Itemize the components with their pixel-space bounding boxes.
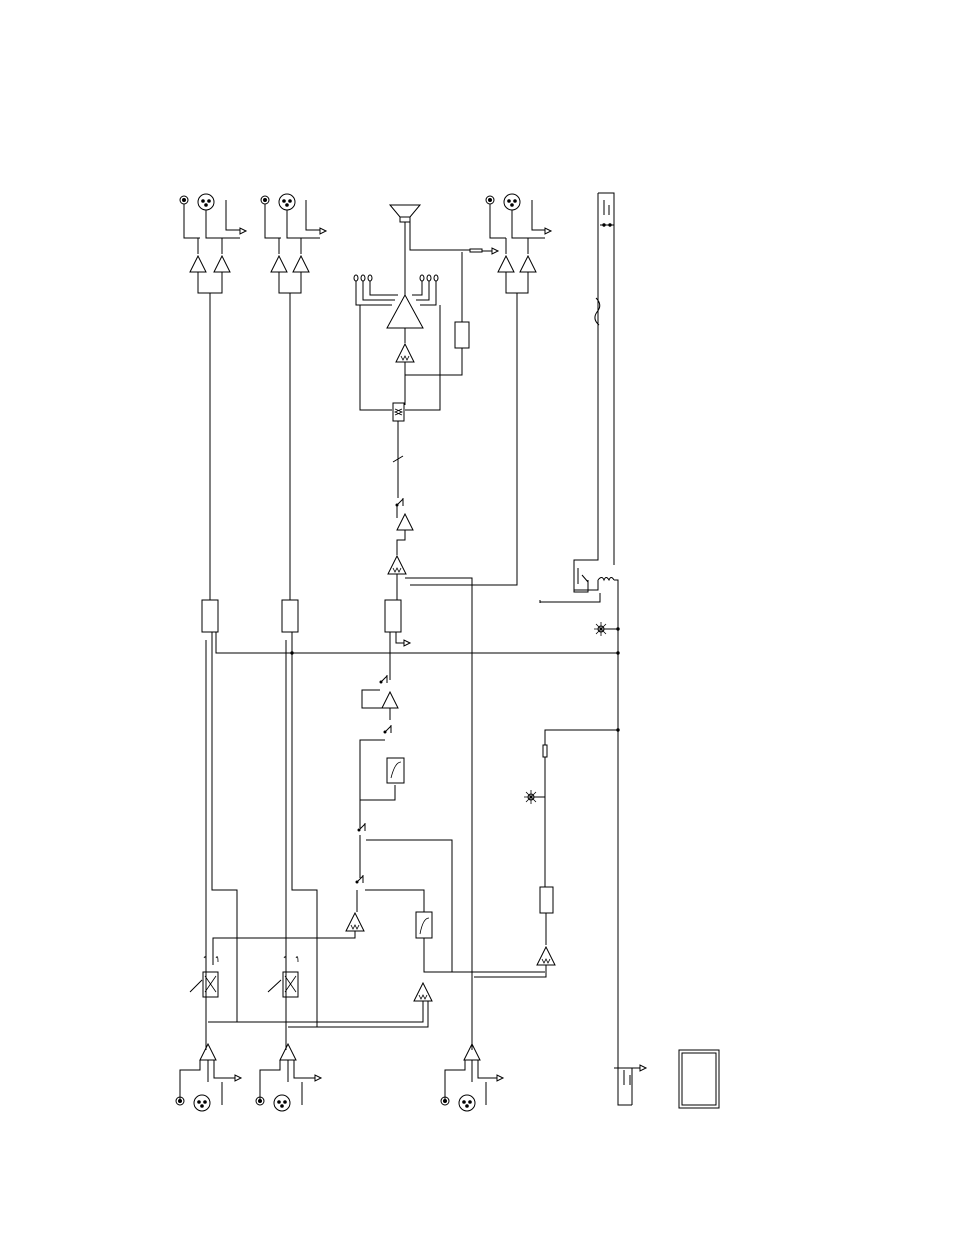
xlr-connector-icon: [180, 194, 214, 210]
arrow-icon: [545, 228, 551, 234]
xlr-connector-icon: [441, 1095, 475, 1111]
resistor-icon: [540, 887, 553, 913]
xlr-connector-icon: [486, 194, 520, 210]
lamp-icon: [594, 622, 618, 636]
filter-icon: [416, 912, 432, 938]
pan-pot-icon: [268, 980, 281, 992]
arrow-icon: [492, 248, 498, 254]
bus-section: [202, 600, 618, 670]
meter-section: [474, 730, 618, 977]
fuse-icon: [543, 745, 547, 757]
amplifier-icon: [498, 256, 514, 272]
amplifier-icon: [190, 256, 206, 272]
amplifier-icon: [280, 1044, 296, 1060]
xlr-connector-icon: [256, 1095, 290, 1111]
amplifier-icon: [271, 256, 287, 272]
amplifier-icon: [382, 692, 398, 708]
switch-icon: [358, 823, 365, 831]
output-1: [180, 194, 246, 600]
switch-icon: [396, 498, 403, 506]
amplifier-icon: [520, 256, 536, 272]
master-chain: [208, 670, 545, 1027]
jack-pins-left: [354, 275, 398, 305]
arrow-icon: [320, 228, 326, 234]
transformer-icon: [598, 578, 614, 581]
resistor-icon: [282, 600, 298, 632]
arrow-icon: [497, 1075, 503, 1081]
input-2: [256, 632, 321, 1111]
frame-box: [679, 1050, 719, 1108]
arrow-icon: [404, 640, 410, 646]
switch-icon: [380, 675, 387, 683]
arrow-icon: [640, 1065, 646, 1071]
arrow-icon: [235, 1075, 241, 1081]
amplifier-icon: [537, 947, 555, 965]
output-2: [261, 194, 326, 600]
amplifier-icon: [200, 1044, 216, 1060]
speaker-icon: [390, 205, 420, 222]
output-3: [410, 194, 551, 585]
xlr-connector-icon: [261, 194, 295, 210]
jack-pins-right: [412, 275, 438, 305]
monitor-section: [354, 205, 498, 1050]
filter-icon: [387, 758, 404, 783]
input-1: [176, 632, 241, 1111]
resistor-icon: [202, 600, 218, 632]
xlr-connector-icon: [176, 1095, 210, 1111]
power-supply: [540, 193, 646, 1105]
amplifier-icon: [388, 556, 406, 574]
amplifier-icon: [396, 344, 414, 362]
input-3: [441, 1042, 503, 1111]
amplifier-icon: [397, 514, 413, 530]
resistor-icon: [385, 600, 401, 632]
lamp-icon: [524, 790, 545, 804]
fuse-icon: [595, 298, 600, 325]
arrow-icon: [240, 228, 246, 234]
amplifier-icon: [214, 256, 230, 272]
amplifier-icon: [414, 983, 432, 1001]
resistor-icon: [455, 322, 469, 348]
arrow-icon: [315, 1075, 321, 1081]
switch-icon: [384, 725, 391, 733]
amplifier-icon: [293, 256, 309, 272]
pan-pot-icon: [190, 980, 202, 992]
amplifier-icon: [346, 913, 364, 931]
